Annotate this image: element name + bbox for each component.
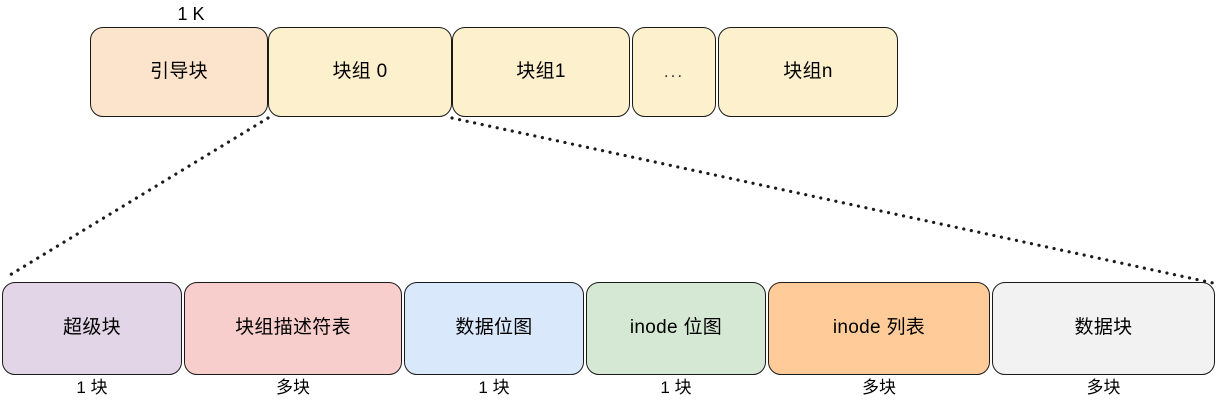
group-block-5: 数据块 (992, 282, 1215, 375)
group-block-3: inode 位图 (586, 282, 766, 375)
disk-block-0: 引导块 (90, 27, 268, 117)
group-block-caption-3: 1 块 (660, 378, 692, 397)
left-expansion-line (3, 116, 270, 280)
group-block-caption-2: 1 块 (478, 378, 510, 397)
group-block-caption-0: 1 块 (76, 378, 108, 397)
group-block-caption-1: 多块 (276, 378, 310, 397)
group-block-1: 块组描述符表 (184, 282, 402, 375)
disk-block-ellipsis: ... (632, 27, 716, 117)
disk-block-4: 块组n (718, 27, 898, 117)
group-block-caption-4: 多块 (862, 378, 896, 397)
size-label-1k: 1 K (177, 4, 205, 24)
disk-block-1: 块组 0 (268, 27, 452, 117)
right-expansion-line (450, 116, 1215, 285)
group-block-caption-5: 多块 (1086, 378, 1121, 397)
group-block-2: 数据位图 (404, 282, 584, 375)
disk-block-2: 块组1 (452, 27, 630, 117)
group-block-4: inode 列表 (768, 282, 990, 375)
group-block-0: 超级块 (2, 282, 182, 375)
